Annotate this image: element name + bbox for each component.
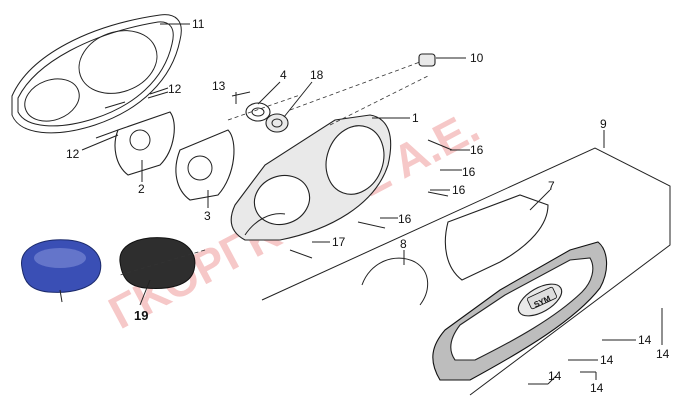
callout-16-b: 16 xyxy=(462,165,476,179)
part-7-gasket xyxy=(444,194,549,281)
part-17-bearing xyxy=(265,113,289,133)
callout-7: 7 xyxy=(548,179,555,193)
part-10-plug xyxy=(418,53,436,67)
callout-16-d: 17 xyxy=(332,235,346,249)
callout-16-c: 16 xyxy=(398,212,412,226)
callout-13: 13 xyxy=(212,79,226,93)
part-18-filter xyxy=(119,237,196,289)
callout-14-e: 14 xyxy=(656,347,670,361)
part-1-inner-cover xyxy=(230,114,392,241)
callout-11: 11 xyxy=(192,17,205,31)
part-4-washer xyxy=(245,102,271,122)
part-9-frame xyxy=(261,147,671,396)
callout-12-top: 12 xyxy=(168,82,182,96)
callout-1: 1 xyxy=(412,111,419,125)
callout-9: 9 xyxy=(600,117,607,131)
callout-4: 4 xyxy=(280,68,287,82)
assembly-lines xyxy=(119,61,431,276)
callout-17: 18 xyxy=(310,68,324,82)
callout-10: 10 xyxy=(470,51,484,65)
part-8-wire xyxy=(361,257,429,306)
callout-2: 2 xyxy=(138,182,145,196)
callout-15: 16 xyxy=(452,183,466,197)
callout-14-b: 14 xyxy=(600,353,614,367)
callout-labels: 11 12 12 2 3 13 4 18 10 1 16 16 16 16 17… xyxy=(66,17,670,395)
callout-16-a: 16 xyxy=(470,143,484,157)
callout-18: 19 xyxy=(134,308,148,323)
leader-lines xyxy=(59,23,663,385)
callout-8: 8 xyxy=(400,237,407,251)
callout-14-d: 14 xyxy=(590,381,604,395)
part-11-gasket xyxy=(11,14,182,134)
bolts xyxy=(95,91,663,385)
part-3-plate xyxy=(175,129,235,201)
callout-14-c: 14 xyxy=(548,369,562,383)
part-19-cover xyxy=(21,239,102,293)
part-2-plate xyxy=(114,111,175,176)
callout-14-a: 14 xyxy=(638,333,652,347)
callout-3: 3 xyxy=(204,209,211,223)
callout-12-left: 12 xyxy=(66,147,80,161)
